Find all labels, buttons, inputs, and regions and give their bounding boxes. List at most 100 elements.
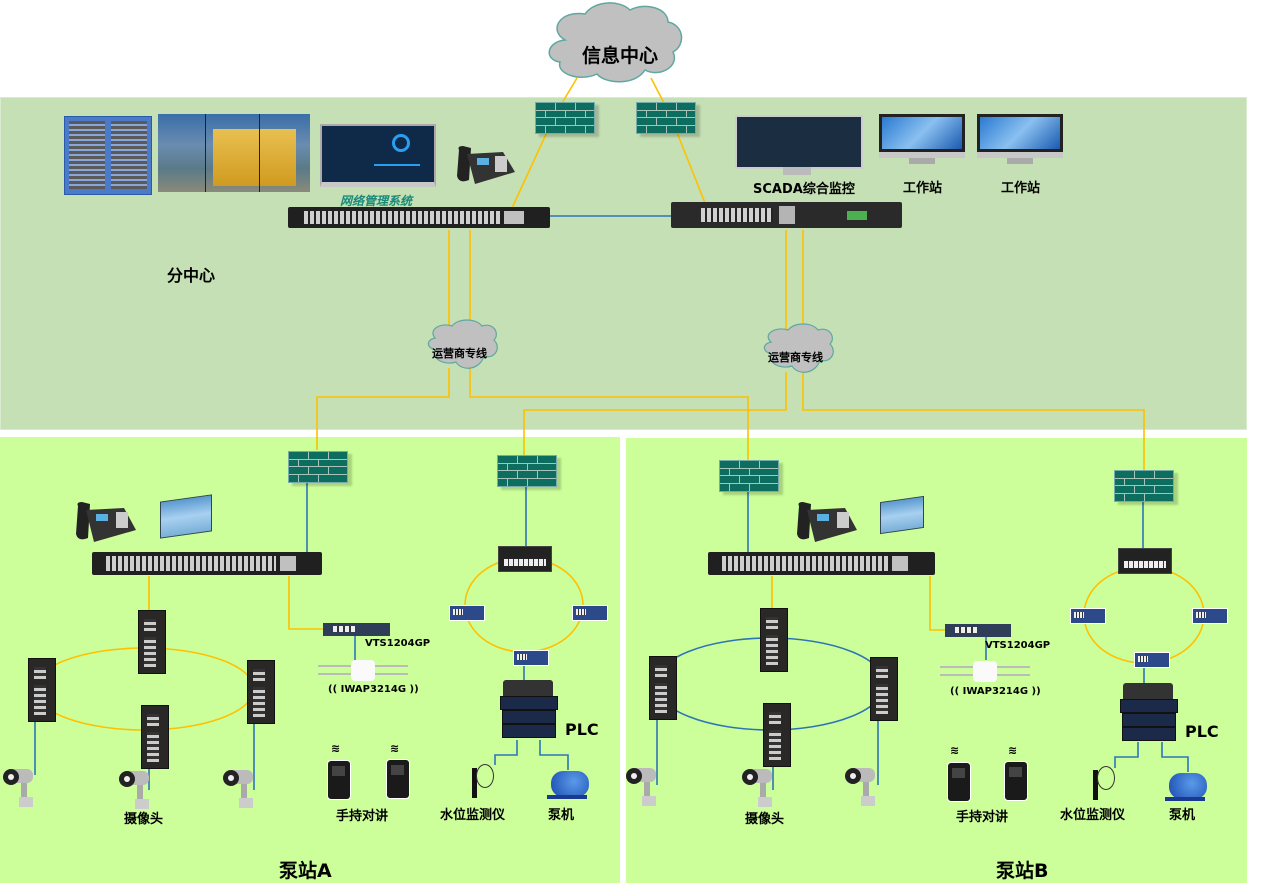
plc-icon [1120,683,1178,743]
firewall-icon [719,460,779,492]
wifi-icon: ≋ [950,744,960,757]
mini-switch-icon [1070,608,1106,624]
link-cloud-fw2 [650,77,665,104]
ring-core-switch-icon [498,546,552,572]
handset-radio-icon [327,760,351,800]
mini-switch-icon [1134,652,1170,668]
link-b-plc-water [1114,742,1139,768]
nms-monitor-icon [320,124,436,187]
wifi-icon: ≋ [390,742,400,755]
pump-icon [1163,767,1209,803]
link-fw2-core [675,129,706,204]
carrier-line-label-2: 运营商专线 [768,351,823,364]
industrial-ring-switch-icon [870,657,898,721]
pump-icon [545,765,591,801]
ap-label: (( IWAP3214G )) [328,684,419,695]
handset-radio-icon [1004,761,1028,801]
scada-label: SCADA综合监控 [753,182,855,197]
pump-label: 泵机 [548,808,575,823]
water-level-label: 水位监测仪 [440,808,506,823]
link-carrier2-fwA2 [523,372,787,456]
info-center-cloud [548,2,683,83]
ring-core-switch-icon [1118,548,1172,574]
camera-icon [742,769,772,807]
link-fw1-core [511,129,549,209]
ap-model: IWAP3214G [962,686,1029,697]
handset-radio-icon [386,759,410,799]
handset-label: 手持对讲 [336,809,389,824]
link-a-plc-pump [539,740,569,770]
industrial-ring-switch-icon [247,660,275,724]
water-level-sensor-icon [1089,764,1117,800]
ip-phone-icon [74,500,136,544]
station-b-label: 泵站B [996,860,1049,882]
firewall-icon [636,102,696,134]
link-a-plc-water [494,740,518,765]
info-center-label: 信息中心 [582,45,659,67]
camera-icon [845,768,875,806]
plc-label: PLC [565,720,599,739]
camera-icon [626,768,656,806]
video-wall-icon [880,495,924,535]
carrier-line-label-1: 运营商专线 [432,347,487,360]
mini-switch-icon [1192,608,1228,624]
poe-switch-icon [945,624,1011,637]
access-switch-48-port-icon [708,552,935,575]
industrial-ring-switch-icon [141,705,169,769]
wifi-signal-icon: )) [409,684,419,695]
link-carrier1-fwB1 [469,368,749,460]
industrial-ring-switch-icon [649,656,677,720]
link-b-plc-pump [1161,742,1189,772]
video-wall-icon [160,494,212,539]
server-rack-icon [64,116,152,195]
industrial-ring-switch-icon [760,608,788,672]
mini-switch-icon [572,605,608,621]
wifi-signal-icon: )) [1031,686,1041,697]
industrial-ring-switch-icon [28,658,56,722]
handset-radio-icon [947,762,971,802]
scada-monitor-icon [735,115,863,177]
camera-icon [3,769,33,807]
sub-center-label: 分中心 [167,266,216,285]
industrial-switch-icon [671,202,902,228]
core-switch-48-port-icon [288,207,550,228]
wireless-ap-icon [318,660,408,682]
industrial-ring-switch-icon [138,610,166,674]
firewall-icon [535,102,595,134]
wifi-icon: ≋ [1008,744,1018,757]
link-b-sw-poe [929,576,945,631]
link-a-sw-poe [288,576,325,630]
wireless-ap-icon [940,661,1030,683]
firewall-icon [1114,470,1174,502]
pump-label: 泵机 [1169,808,1196,823]
poe-switch-icon [323,623,390,636]
ip-phone-icon [795,500,857,544]
link-carrier2-fwB2 [802,372,1145,470]
mini-switch-icon [449,605,485,621]
ap-label: (( IWAP3214G )) [950,686,1041,697]
firewall-icon [288,451,348,483]
wifi-signal-icon: (( [950,686,960,697]
camera-label: 摄像头 [745,812,785,827]
water-level-label: 水位监测仪 [1060,808,1126,823]
nms-label: 网络管理系统 [340,194,413,208]
wifi-icon: ≋ [331,742,341,755]
poe-switch-label: VTS1204GP [365,638,431,649]
video-wall-icon [158,114,310,192]
camera-icon [223,770,253,808]
camera-icon [119,771,149,809]
workstation-label-2: 工作站 [1001,181,1041,196]
plc-icon [500,680,558,740]
carrier-cloud-1 [427,319,498,369]
industrial-ring-switch-icon [763,703,791,767]
workstation-label-1: 工作站 [903,181,943,196]
access-switch-48-port-icon [92,552,322,575]
link-cloud-fw1 [561,77,578,104]
station-a-label: 泵站A [279,860,332,882]
ap-model: IWAP3214G [340,684,407,695]
poe-switch-label: VTS1204GP [985,640,1051,651]
link-carrier1-fwA1 [316,368,450,450]
workstation-monitor-icon [879,114,965,166]
workstation-monitor-icon [977,114,1063,166]
wifi-signal-icon: (( [328,684,338,695]
